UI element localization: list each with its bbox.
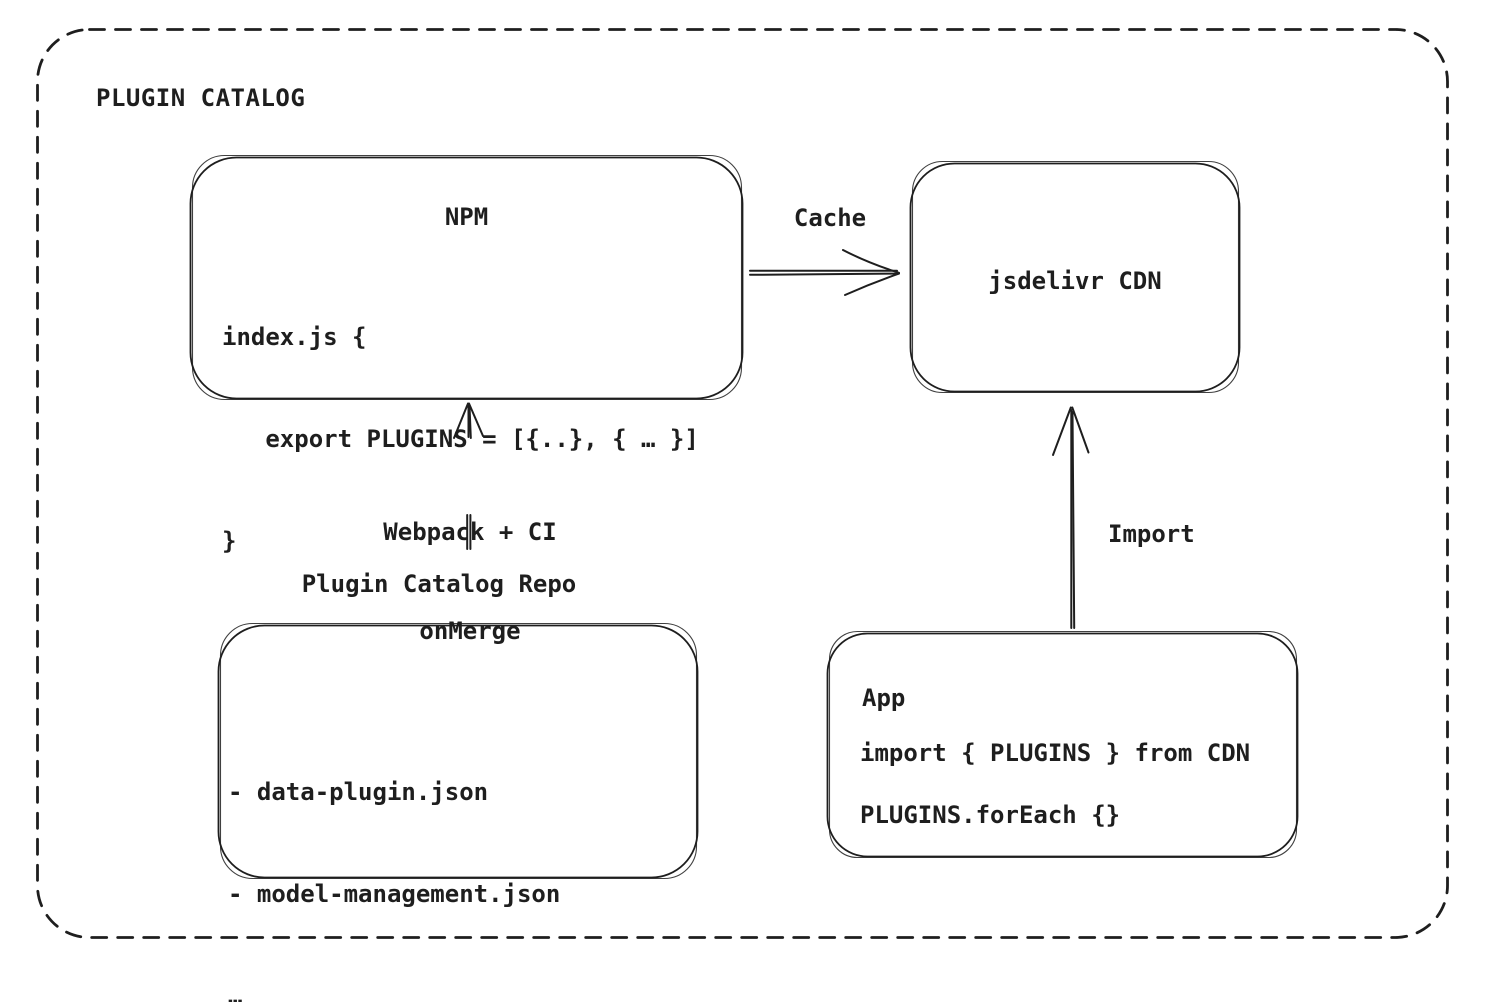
app-node-box bbox=[826, 630, 1299, 859]
cdn-node-box bbox=[909, 160, 1241, 394]
app-node-title: App bbox=[862, 684, 906, 712]
npm-node-box bbox=[189, 154, 744, 401]
repo-node-box bbox=[217, 622, 699, 880]
npm-code-line-2: export PLUGINS = [{..}, { … }] bbox=[222, 425, 699, 453]
import-arrow bbox=[1052, 406, 1090, 629]
cdn-node-title: jsdelivr CDN bbox=[988, 267, 1162, 295]
plugin-catalog-boundary bbox=[36, 28, 1449, 939]
webpack-edge-label: Webpack + CI onMerge bbox=[344, 450, 596, 714]
import-edge-label: Import bbox=[1108, 520, 1195, 548]
cache-arrow bbox=[749, 249, 900, 296]
repo-item-2: - model-management.json bbox=[228, 880, 561, 908]
repo-node-items: - data-plugin.json - model-management.js… bbox=[228, 707, 560, 1002]
npm-code-line-1: index.js { bbox=[222, 323, 367, 351]
npm-node-code: index.js { export PLUGINS = [{..}, { … }… bbox=[222, 252, 699, 626]
repo-item-1: - data-plugin.json bbox=[228, 778, 489, 806]
webpack-edge-label-line-2: onMerge bbox=[419, 617, 521, 645]
webpack-arrow bbox=[453, 402, 484, 550]
cache-edge-label: Cache bbox=[793, 204, 867, 232]
npm-code-line-3: } bbox=[222, 527, 237, 555]
npm-node-title: NPM bbox=[444, 203, 489, 231]
diagram-title: PLUGIN CATALOG bbox=[96, 84, 306, 112]
webpack-edge-label-line-1: Webpack + CI bbox=[383, 518, 557, 546]
app-code-line-2: PLUGINS.forEach {} bbox=[860, 801, 1121, 829]
app-code-line-1: import { PLUGINS } from CDN bbox=[860, 739, 1251, 767]
repo-node-heading: Plugin Catalog Repo bbox=[301, 570, 577, 598]
repo-item-3: … bbox=[228, 982, 243, 1002]
